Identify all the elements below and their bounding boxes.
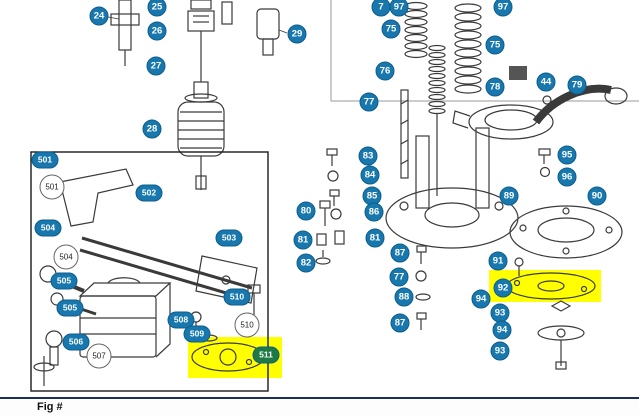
part-callout[interactable]: 510 xyxy=(223,288,251,306)
lever-screw-drawing xyxy=(538,148,551,178)
part-callout[interactable]: 86 xyxy=(364,202,384,222)
fig-number-header-label: Fig # xyxy=(37,401,63,413)
part-callout[interactable]: 502 xyxy=(135,184,163,202)
armature-drawing xyxy=(177,81,225,190)
clamp-ring-drawing xyxy=(452,104,554,140)
part-callout[interactable]: 89 xyxy=(499,186,519,206)
section-divider-line xyxy=(330,0,639,102)
part-callout[interactable]: 28 xyxy=(142,119,162,139)
base-plate-ring-drawing xyxy=(509,205,623,259)
part-callout[interactable]: 75 xyxy=(485,35,505,55)
base-fastener-drawing xyxy=(537,300,585,370)
part-callout[interactable]: 24 xyxy=(89,6,109,26)
part-callout[interactable]: 509 xyxy=(183,325,211,343)
part-callout[interactable]: 93 xyxy=(490,303,510,323)
part-callout[interactable]: 75 xyxy=(381,19,401,39)
part-callout[interactable]: 88 xyxy=(394,287,414,307)
part-callout[interactable]: 511 xyxy=(252,346,280,364)
part-callout[interactable]: 93 xyxy=(490,341,510,361)
part-callout[interactable]: 508 xyxy=(167,311,195,329)
base-housing-drawing xyxy=(385,127,519,249)
part-callout[interactable]: 27 xyxy=(146,56,166,76)
part-callout[interactable]: 77 xyxy=(359,92,379,112)
fig-table-header: Fig # xyxy=(0,397,639,415)
part-callout[interactable]: 90 xyxy=(587,186,607,206)
part-callout[interactable]: 504 xyxy=(34,219,62,237)
part-callout[interactable]: 95 xyxy=(557,145,577,165)
part-callout[interactable]: 78 xyxy=(485,77,505,97)
stand-column-drawing xyxy=(107,0,140,66)
part-callout[interactable]: 94 xyxy=(471,289,491,309)
part-callout[interactable]: 25 xyxy=(147,0,167,17)
plate-screw-drawing xyxy=(514,257,524,276)
base-bolt-drawing xyxy=(415,245,431,330)
part-callout[interactable]: 77 xyxy=(389,267,409,287)
part-callout[interactable]: 87 xyxy=(390,243,410,263)
part-callout[interactable]: 76 xyxy=(375,61,395,81)
part-callout[interactable]: 80 xyxy=(296,201,316,221)
holder-part-drawing xyxy=(256,8,288,56)
threaded-rod-drawing xyxy=(400,89,409,179)
part-callout[interactable]: 96 xyxy=(557,167,577,187)
part-callout[interactable]: 81 xyxy=(365,228,385,248)
part-callout[interactable]: 87 xyxy=(390,313,410,333)
part-callout[interactable]: 501 xyxy=(31,151,59,169)
parts-diagram-artwork xyxy=(30,0,639,392)
part-callout[interactable]: 82 xyxy=(296,253,316,273)
part-callout[interactable]: 44 xyxy=(536,72,556,92)
part-callout[interactable]: 97 xyxy=(389,0,409,17)
sub-base-drawing xyxy=(506,272,596,300)
part-callout[interactable]: 505 xyxy=(50,272,78,290)
part-callout[interactable]: 505 xyxy=(56,299,84,317)
part-callout[interactable]: 79 xyxy=(567,75,587,95)
spindle-assembly-drawing xyxy=(187,0,233,82)
part-callout[interactable]: 94 xyxy=(492,320,512,340)
handle-assembly-drawing xyxy=(509,66,628,125)
part-callout[interactable]: 81 xyxy=(293,230,313,250)
part-callout[interactable]: 29 xyxy=(287,24,307,44)
part-callout[interactable]: 97 xyxy=(493,0,513,17)
part-callout[interactable]: 92 xyxy=(493,278,513,298)
part-callout[interactable]: 83 xyxy=(358,146,378,166)
part-callout[interactable]: 26 xyxy=(147,21,167,41)
part-callout[interactable]: 91 xyxy=(488,251,508,271)
small-screws-drawing xyxy=(315,148,345,265)
part-callout[interactable]: 503 xyxy=(215,229,243,247)
part-callout[interactable]: 84 xyxy=(360,165,380,185)
part-callout[interactable]: 506 xyxy=(62,333,90,351)
spring-parts-drawing xyxy=(404,1,482,196)
